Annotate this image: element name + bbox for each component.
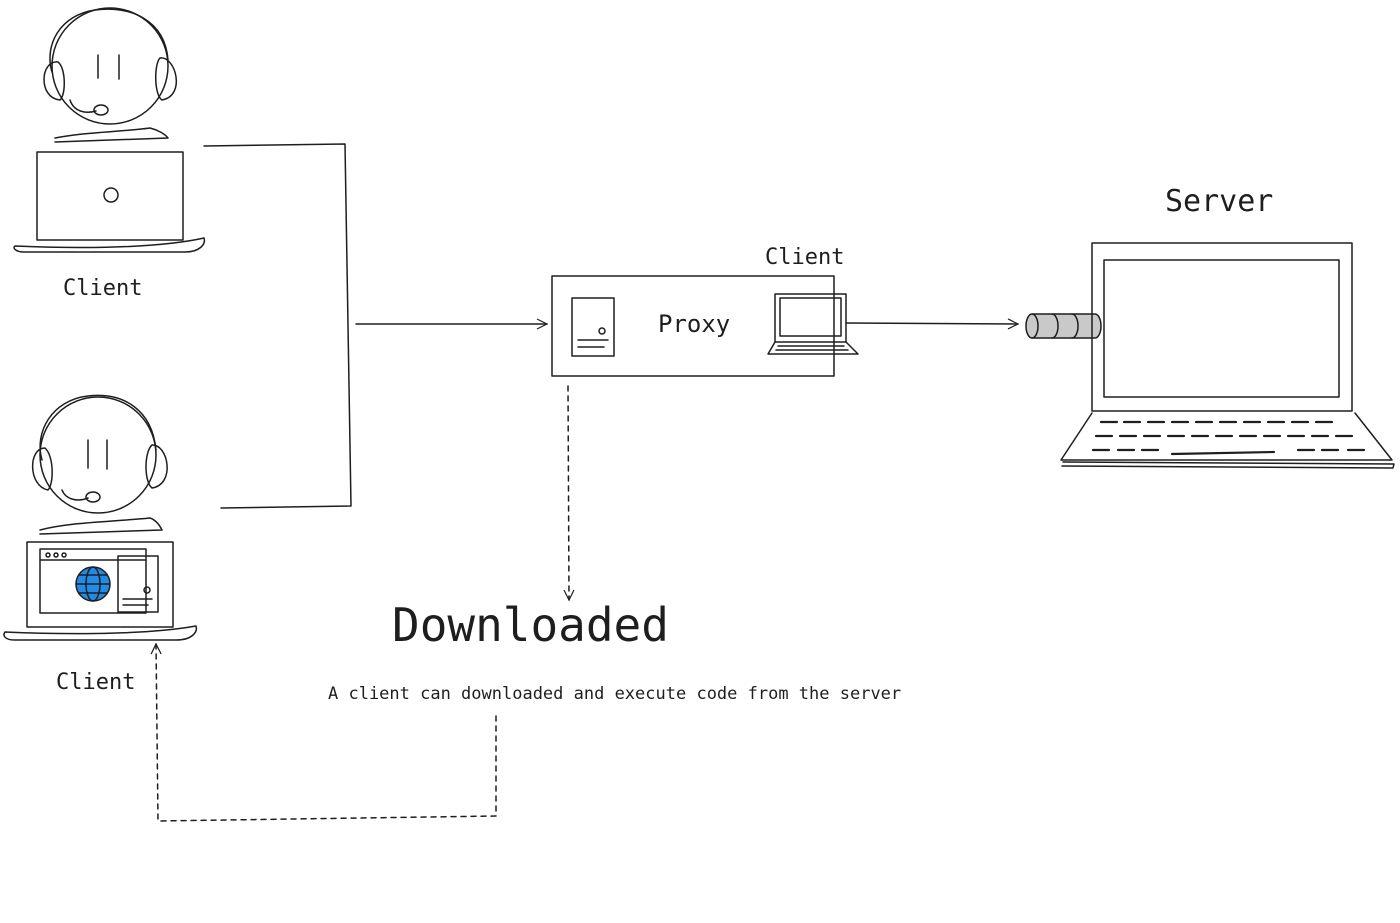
proxy-client-laptop-icon <box>767 293 859 355</box>
client-top-label: Client <box>63 276 143 301</box>
proxy-client-label: Client <box>765 245 845 270</box>
proxy-box <box>551 275 835 377</box>
client-top-icon <box>13 7 206 253</box>
dashed-arrow-downloaded-to-client <box>156 644 497 822</box>
arrow-proxy-to-server <box>845 323 1018 324</box>
proxy-label: Proxy <box>658 310 731 338</box>
dashed-arrow-proxy-to-downloaded <box>568 385 569 600</box>
client-bracket <box>203 143 352 509</box>
server-laptop-icon <box>1060 242 1395 469</box>
downloaded-title: Downloaded <box>392 598 669 652</box>
server-tower-icon <box>571 297 615 357</box>
client-bottom-icon <box>3 394 198 641</box>
cable-connector-icon <box>1025 313 1102 339</box>
globe-icon <box>75 566 111 602</box>
client-bottom-label: Client <box>56 670 136 695</box>
server-label: Server <box>1165 184 1274 219</box>
description-text: A client can downloaded and execute code… <box>328 684 902 704</box>
